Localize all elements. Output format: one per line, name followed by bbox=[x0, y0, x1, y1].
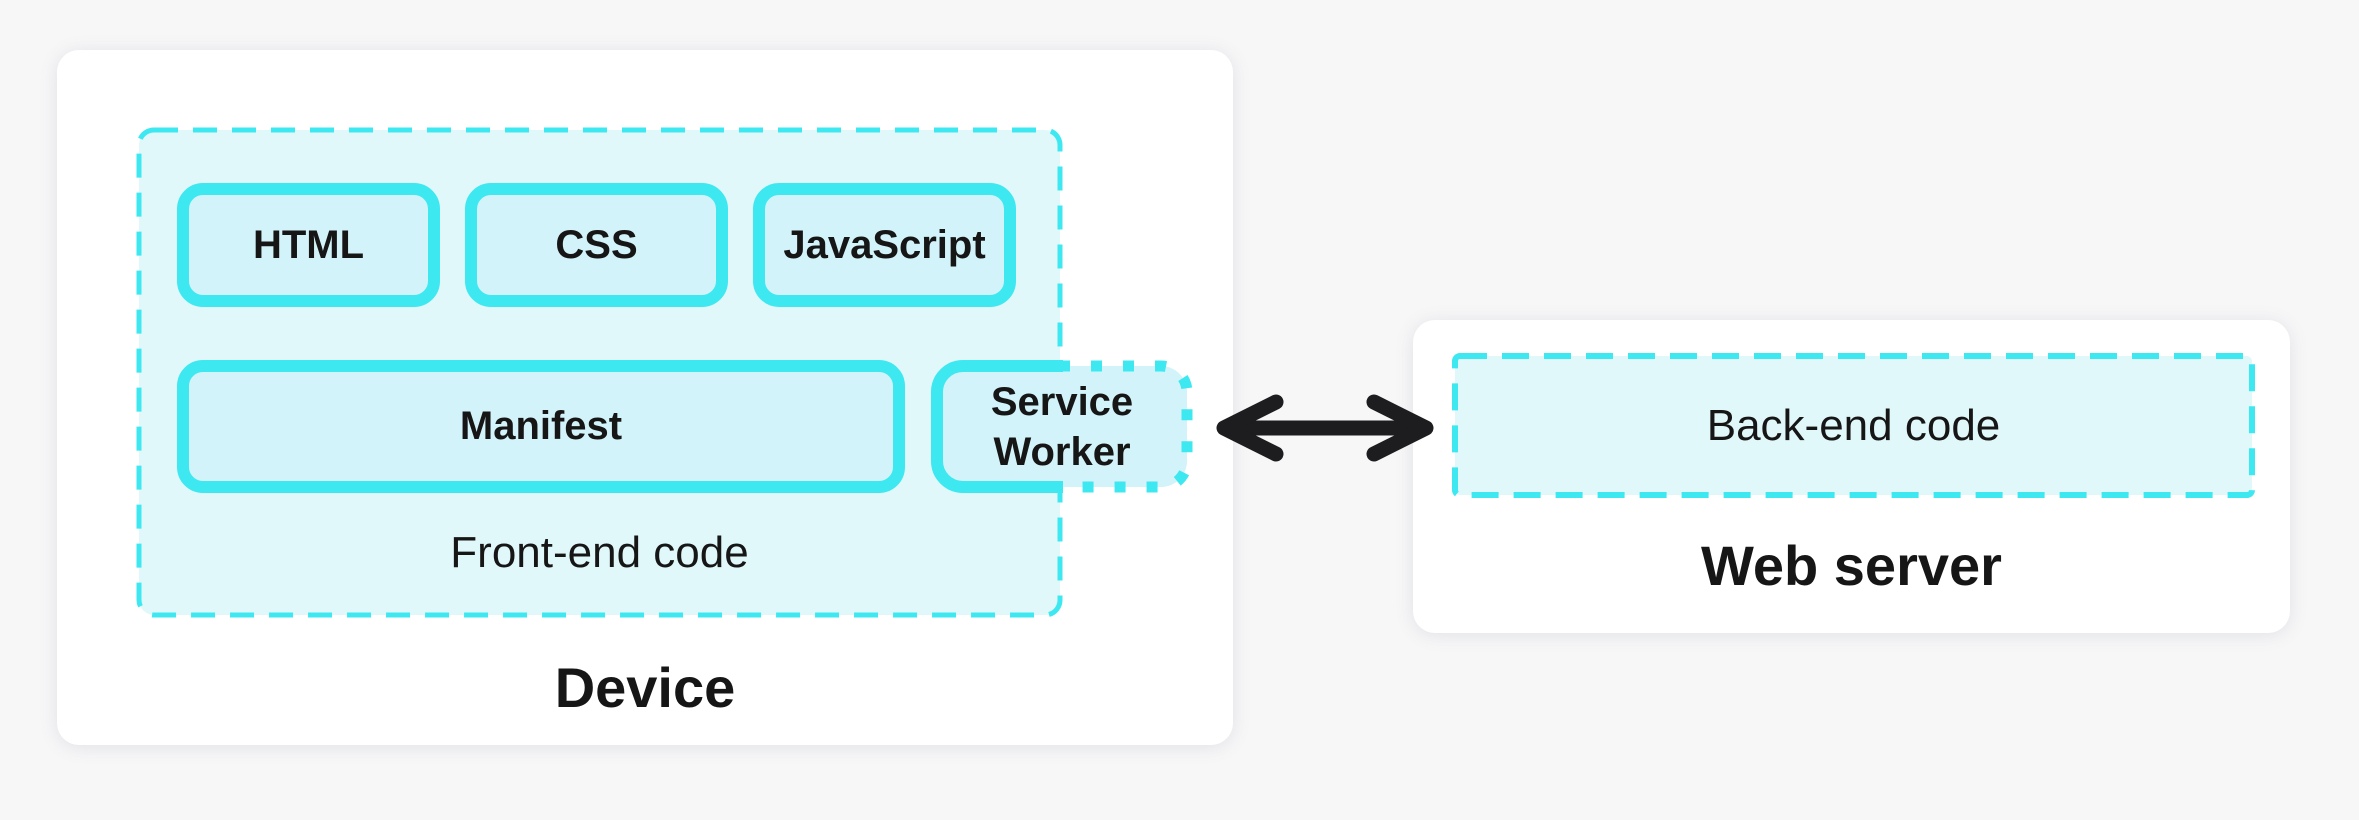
backend-box-label: Back-end code bbox=[1706, 400, 2001, 450]
css-box: CSS bbox=[465, 183, 728, 307]
html-box-label: HTML bbox=[252, 222, 365, 267]
manifest-box: Manifest bbox=[177, 360, 905, 493]
javascript-box-label: JavaScript bbox=[783, 222, 986, 267]
frontend-container-label: Front-end code bbox=[450, 528, 749, 577]
double-headed-arrow-icon bbox=[1216, 394, 1434, 462]
css-box-label: CSS bbox=[555, 222, 638, 267]
service-worker-box bbox=[931, 360, 1193, 493]
backend-box bbox=[1452, 353, 2255, 498]
device-card-label: Device bbox=[554, 655, 736, 719]
html-box: HTML bbox=[177, 183, 440, 307]
javascript-box: JavaScript bbox=[753, 183, 1016, 307]
device-card: HTML CSS JavaScript Manifest Service Wor… bbox=[57, 50, 1233, 745]
web-server-card-label: Web server bbox=[1701, 533, 2002, 597]
service-worker-box-label: Service Worker bbox=[990, 379, 1134, 474]
web-server-card: Back-end code Web server bbox=[1413, 320, 2290, 633]
manifest-box-label: Manifest bbox=[459, 404, 623, 448]
